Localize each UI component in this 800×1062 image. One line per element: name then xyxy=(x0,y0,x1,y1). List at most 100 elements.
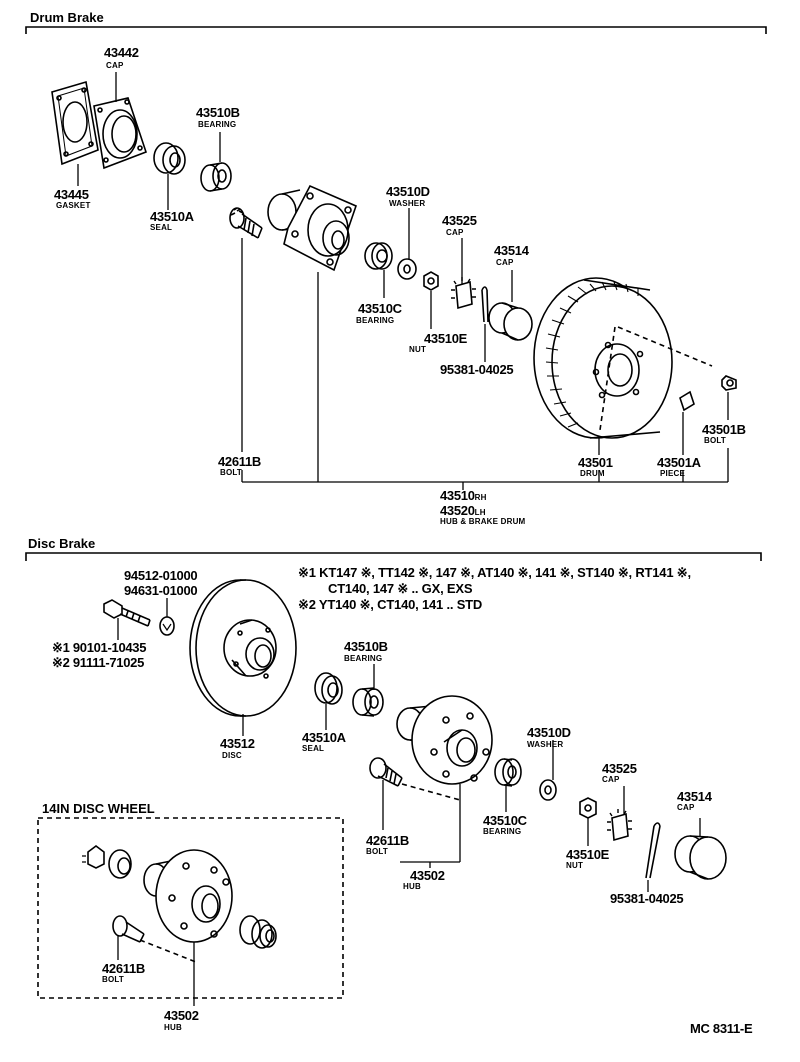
drum-brake-heading: Drum Brake xyxy=(30,10,104,25)
label-43510-rh: 43510RH xyxy=(440,488,487,503)
wheel-heading: 14IN DISC WHEEL xyxy=(42,801,155,816)
disc-note-2: ※2 YT140 ※, CT140, 141 .. STD xyxy=(298,597,483,612)
label-43525-drum: 43525 xyxy=(442,213,477,228)
piece-43501a xyxy=(679,390,695,412)
cotter-pin-disc xyxy=(645,822,661,879)
cap-43525-disc xyxy=(607,809,632,842)
label-90101: ※1 90101-10435 xyxy=(52,640,147,655)
bolt-43501b xyxy=(721,375,737,391)
drum-leader-lines xyxy=(77,72,729,490)
label-43510b-disc: 43510B xyxy=(344,639,388,654)
label-43502-wheel: 43502 xyxy=(164,1008,199,1023)
label-42611b-wheel: 42611B xyxy=(102,961,146,976)
cotter-pin-drum xyxy=(481,286,489,323)
drum-section-frame xyxy=(25,26,767,34)
name-43510c-disc: BEARING xyxy=(483,827,522,836)
name-43510e-disc: NUT xyxy=(566,861,584,870)
name-43514-disc: CAP xyxy=(677,803,695,812)
label-43510d-disc: 43510D xyxy=(527,725,571,740)
label-43510b-drum: 43510B xyxy=(196,105,240,120)
name-43442: CAP xyxy=(106,61,124,70)
diagram-code: MC 8311-E xyxy=(690,1021,753,1036)
label-43510e-disc: 43510E xyxy=(566,847,610,862)
label-94512: 94512-01000 xyxy=(124,568,198,583)
name-43510b-drum: BEARING xyxy=(198,120,237,129)
name-43510d-drum: WASHER xyxy=(389,199,426,208)
name-43501b: BOLT xyxy=(704,436,726,445)
seal-43510a-disc xyxy=(314,672,343,705)
name-43510a-drum: SEAL xyxy=(150,223,173,232)
label-43510c-disc: 43510C xyxy=(483,813,527,828)
hub-43502-disc xyxy=(396,695,493,785)
brake-drum-43501 xyxy=(533,277,713,439)
name-43525-disc: CAP xyxy=(602,775,620,784)
cap-43442 xyxy=(93,97,148,170)
label-43510e-drum: 43510E xyxy=(424,331,468,346)
drum-cooling-fins xyxy=(545,281,639,428)
name-43502-disc: HUB xyxy=(403,882,421,891)
wheel-hub-assembly xyxy=(82,845,277,963)
name-43510d-disc: WASHER xyxy=(527,740,564,749)
label-91111: ※2 91111-71025 xyxy=(52,655,145,670)
wheel-leader-lines xyxy=(117,936,195,1006)
nut-43510e-disc xyxy=(579,797,597,819)
bearing-43510c-disc xyxy=(494,758,522,787)
nut-43510e-drum xyxy=(423,271,439,291)
label-43510d-drum: 43510D xyxy=(386,184,430,199)
label-43512: 43512 xyxy=(220,736,255,751)
disc-section-frame xyxy=(25,552,762,561)
label-43502-disc: 43502 xyxy=(410,868,445,883)
label-43514-disc: 43514 xyxy=(677,789,712,804)
disc-brake-heading: Disc Brake xyxy=(28,536,96,551)
label-43525-disc: 43525 xyxy=(602,761,637,776)
disc-note-1b: CT140, 147 ※ .. GX, EXS xyxy=(328,581,473,596)
hub-drum xyxy=(267,184,357,272)
name-43502-wheel: HUB xyxy=(164,1023,182,1032)
label-43510a-drum: 43510A xyxy=(150,209,194,224)
name-43510a-disc: SEAL xyxy=(302,744,325,753)
name-43525-drum: CAP xyxy=(446,228,464,237)
name-42611b-wheel: BOLT xyxy=(102,975,124,984)
label-43510c-drum: 43510C xyxy=(358,301,402,316)
label-43501: 43501 xyxy=(578,455,613,470)
name-43512: DISC xyxy=(222,751,242,760)
label-43520-lh: 43520LH xyxy=(440,503,486,518)
name-42611b-disc: BOLT xyxy=(366,847,388,856)
label-43514-drum: 43514 xyxy=(494,243,529,258)
name-43445: GASKET xyxy=(56,201,91,210)
washer-43510d-disc xyxy=(539,779,557,801)
disc-leader-lines xyxy=(117,598,701,892)
cap-43514-drum xyxy=(488,302,533,341)
disc-bolt-90101 xyxy=(103,599,151,627)
bearing-43510b-drum xyxy=(200,162,232,192)
label-43501b: 43501B xyxy=(702,422,746,437)
label-42611b-disc: 42611B xyxy=(366,833,410,848)
seal-43510a xyxy=(153,142,186,175)
name-43510b-disc: BEARING xyxy=(344,654,383,663)
label-43442: 43442 xyxy=(104,45,139,60)
name-43514-drum: CAP xyxy=(496,258,514,267)
name-42611b-drum: BOLT xyxy=(220,468,242,477)
bearing-43510c-drum xyxy=(364,242,393,270)
label-43501a: 43501A xyxy=(657,455,701,470)
cap-43525-drum xyxy=(451,277,476,310)
label-95381-disc: 95381-04025 xyxy=(610,891,684,906)
cap-43514-disc xyxy=(674,835,727,880)
label-43510a-disc: 43510A xyxy=(302,730,346,745)
disc-note-1: ※1 KT147 ※, TT142 ※, 147 ※, AT140 ※, 141… xyxy=(298,565,691,580)
label-94631: 94631-01000 xyxy=(124,583,198,598)
label-95381-drum: 95381-04025 xyxy=(440,362,514,377)
bearing-43510b-disc xyxy=(352,687,384,717)
name-43501a: PIECE xyxy=(660,469,686,478)
label-42611b-drum: 42611B xyxy=(218,454,262,469)
label-43445: 43445 xyxy=(54,187,89,202)
bolt-42611b-disc xyxy=(369,757,461,801)
disc-washer-94512 xyxy=(159,616,175,636)
disc-rotor-43512 xyxy=(189,579,297,717)
name-43510e-drum: NUT xyxy=(409,345,427,354)
name-43510c-drum: BEARING xyxy=(356,316,395,325)
gasket-43445 xyxy=(51,80,99,166)
name-hub-brake-drum: HUB & BRAKE DRUM xyxy=(440,517,526,526)
bolt-42611b-drum xyxy=(229,207,263,239)
